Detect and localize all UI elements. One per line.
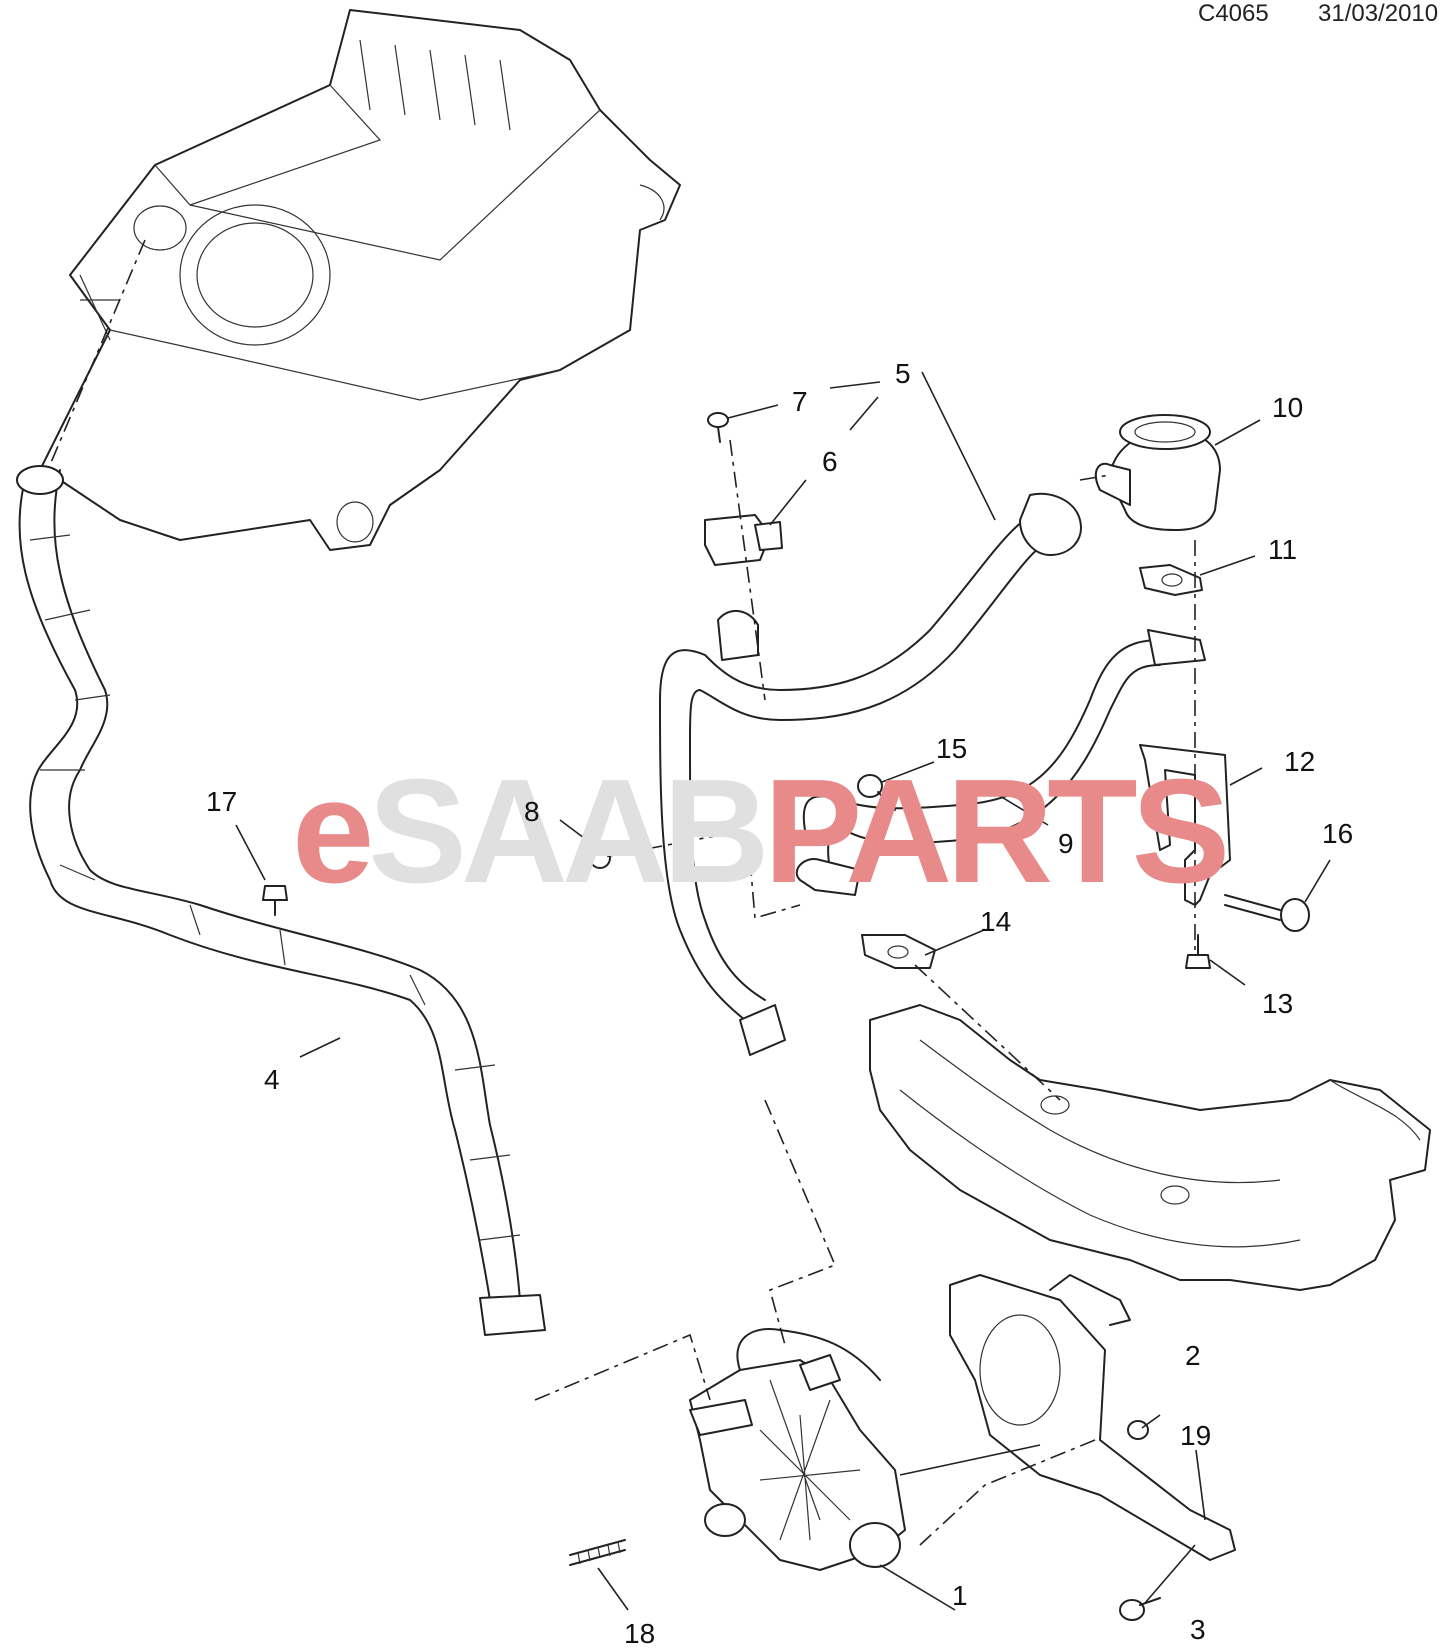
callout-12: 12 — [1284, 746, 1316, 777]
callout-4: 4 — [264, 1064, 280, 1095]
air-pipe-9 — [795, 629, 1206, 896]
gasket-11 — [1139, 564, 1203, 596]
callout-16: 16 — [1322, 818, 1354, 849]
fastener-7-screw — [707, 412, 729, 443]
fastener-16-bolt — [1224, 894, 1310, 932]
air-hose-5 — [659, 492, 1082, 1056]
fastener-18-stud — [569, 1539, 626, 1566]
callout-13: 13 — [1262, 988, 1294, 1019]
diagram-code: C4065 — [1198, 0, 1269, 27]
callout-5: 5 — [895, 358, 911, 389]
gasket-14 — [861, 934, 936, 969]
callout-8: 8 — [524, 796, 540, 827]
callout-19: 19 — [1180, 1420, 1212, 1451]
callout-11: 11 — [1268, 534, 1298, 565]
fastener-17-bolt — [262, 885, 288, 916]
callout-18: 18 — [624, 1618, 656, 1649]
exhaust-heat-shield — [869, 1004, 1431, 1291]
callout-17: 17 — [206, 786, 238, 817]
callout-15: 15 — [936, 733, 968, 764]
intake-hose-4 — [16, 465, 546, 1336]
callout-6: 6 — [822, 446, 838, 477]
fastener-2-nut — [1127, 1420, 1149, 1440]
callout-10: 10 — [1272, 392, 1304, 423]
assembly-lines — [49, 239, 1196, 1546]
bracket-12 — [1139, 744, 1231, 906]
air-pump-1 — [689, 1328, 906, 1571]
callout-2: 2 — [1185, 1340, 1201, 1371]
callout-1: 1 — [952, 1580, 968, 1611]
fastener-13-bolt — [1185, 934, 1211, 969]
air-filter-housing — [39, 9, 681, 551]
callout-7: 7 — [792, 386, 808, 417]
fastener-8-bolt — [589, 847, 641, 869]
leader-lines — [235, 371, 1331, 1611]
callout-14: 14 — [980, 906, 1012, 937]
callout-3: 3 — [1190, 1614, 1206, 1645]
bracket-19 — [949, 1274, 1236, 1561]
diagram-date: 31/03/2010 — [1318, 0, 1439, 27]
callout-9: 9 — [1058, 828, 1074, 859]
fastener-15-bolt — [857, 774, 896, 811]
fastener-3-bolt — [1119, 1597, 1161, 1621]
secondary-air-valve-10 — [1094, 414, 1221, 531]
sensor-6 — [704, 514, 783, 566]
